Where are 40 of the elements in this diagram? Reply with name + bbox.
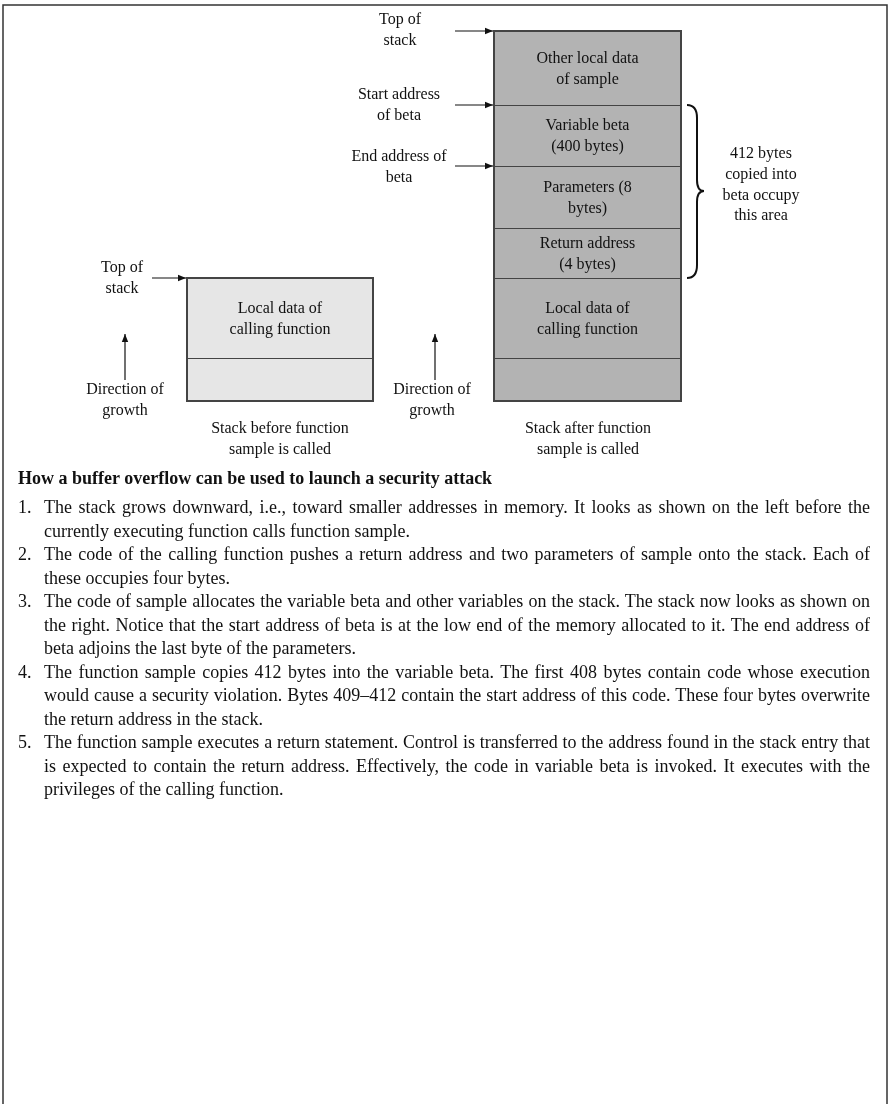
list-item-text: The function sample copies 412 bytes into the variable beta. The first 408 bytes contain code whose execution would cause a security violation. Bytes 409–412 contain the start address of this code. These four bytes overwrite the return address in the stack. [44,660,870,731]
cell-text: Local data of calling function [536,297,639,340]
direction-label: Direction of growth [392,379,472,421]
direction-label: Direction of growth [85,379,165,421]
stack-cell [494,105,681,167]
list-number: 5. [18,731,32,754]
stack-frame [187,278,373,401]
list-number: 2. [18,543,32,566]
stack-caption: Stack before function sample is called [210,418,350,460]
list-number: 1. [18,496,32,519]
empty-stack-cell [187,358,373,401]
list-item-text: The code of sample allocates the variable beta and other variables on the stack. The stack now looks as shown on the right. Notice that the start address of beta is at the low end of the memory allocated to it. The end address of beta adjoins the last byte of the parameters. [44,590,870,660]
list-item-text: The function sample executes a return statement. Control is transferred to the address found in the stack entry that is expected to contain the return address. Effectively, the code in variable beta is invoked. It executes with the privileges of the calling function. [44,731,870,801]
empty-stack-cell [494,358,681,401]
list-item-text: The code of the calling function pushes a return address and two parameters of sample onto the stack. Each of these occupies four bytes. [44,543,870,590]
list-number: 4. [18,660,32,684]
pointer-label: End address of beta [343,146,455,188]
brace-label: 412 bytes copied into beta occupy this area [721,143,801,226]
stack-caption: Stack after function sample is called [523,418,653,460]
cell-text: Other local data of sample [535,47,640,90]
stack-cell [187,278,373,359]
arrow [454,101,494,109]
list-number: 3. [18,590,32,613]
arrow [454,27,494,35]
heading: How a buffer overflow can be used to launch a security attack [18,468,493,489]
arrow [454,162,494,170]
stack-cell [494,278,681,359]
stack-cell [494,31,681,106]
stack-cell [494,228,681,279]
cell-text: Local data of calling function [228,297,332,340]
cell-text: Variable beta (400 bytes) [544,115,631,157]
list-item-text: The stack grows downward, i.e., toward smaller addresses in memory. It looks as shown on the left before the currently executing function calls function sample. [44,496,870,543]
stack-frame [494,31,681,401]
pointer-label: Top of stack [92,257,152,299]
stack-cell [494,166,681,229]
cell-text: Parameters (8 bytes) [542,176,633,219]
cell-text: Return address (4 bytes) [538,232,637,275]
arrow [151,274,187,282]
pointer-label: Top of stack [345,9,455,51]
pointer-label: Start address of beta [343,84,455,126]
